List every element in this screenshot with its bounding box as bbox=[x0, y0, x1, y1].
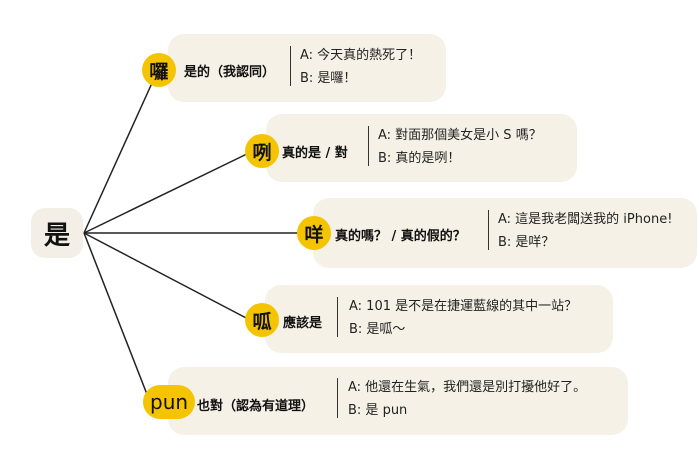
branch-line-b-3: B: 是咩？ bbox=[498, 235, 555, 250]
connector-line-2 bbox=[83, 151, 252, 234]
branch-line-b-5: B: 是 pun bbox=[348, 403, 408, 418]
branch-divider-4 bbox=[337, 297, 338, 337]
connector-line-4 bbox=[83, 232, 251, 321]
branch-line-b-4: B: 是呱～ bbox=[349, 322, 406, 337]
branch-divider-5 bbox=[337, 378, 338, 418]
branch-divider-3 bbox=[488, 210, 489, 250]
connector-line-5 bbox=[83, 232, 151, 403]
branch-meaning-4: 應該是 bbox=[283, 316, 323, 331]
branch-card-2 bbox=[266, 114, 577, 182]
root-node: 是 bbox=[31, 208, 83, 258]
branch-badge-2: 咧 bbox=[245, 134, 279, 168]
branch-card-1 bbox=[168, 34, 446, 102]
branch-line-a-5: A: 他還在生氣，我們還是別打擾他好了。 bbox=[348, 380, 587, 395]
branch-badge-3: 咩 bbox=[297, 216, 331, 250]
branch-line-a-4: A: 101 是不是在捷運藍線的其中一站？ bbox=[349, 299, 578, 314]
branch-dialogue-4: A: 101 是不是在捷運藍線的其中一站？ B: 是呱～ bbox=[349, 295, 577, 341]
branch-divider-1 bbox=[290, 46, 291, 86]
branch-dialogue-1: A: 今天真的熱死了！ B: 是囉！ bbox=[300, 44, 421, 90]
branch-badge-5: pun bbox=[143, 385, 196, 419]
root-label: 是 bbox=[43, 220, 70, 251]
branch-card-5 bbox=[168, 367, 628, 435]
branch-line-b-1: B: 是囉！ bbox=[300, 71, 357, 86]
branch-badge-4: 呱 bbox=[245, 303, 279, 337]
branch-meaning-2: 真的是 / 對 bbox=[282, 146, 348, 161]
branch-dialogue-3: A: 這是我老闆送我的 iPhone! B: 是咩？ bbox=[498, 208, 672, 254]
branch-badge-1: 囉 bbox=[142, 53, 176, 87]
branch-card-4 bbox=[265, 285, 613, 353]
branch-line-a-2: A: 對面那個美女是小 S 嗎？ bbox=[378, 128, 542, 143]
branch-divider-2 bbox=[368, 126, 369, 166]
branch-meaning-5: 也對（認為有道理） bbox=[197, 399, 315, 414]
branch-card-3 bbox=[313, 198, 697, 268]
branch-meaning-1: 是的（我認同） bbox=[184, 65, 276, 80]
branch-dialogue-5: A: 他還在生氣，我們還是別打擾他好了。 B: 是 pun bbox=[348, 376, 586, 422]
connector-line-1 bbox=[83, 71, 158, 234]
branch-line-a-3: A: 這是我老闆送我的 iPhone! bbox=[498, 212, 673, 227]
branch-line-b-2: B: 真的是咧！ bbox=[378, 151, 461, 166]
branch-meaning-3: 真的嗎？ / 真的假的？ bbox=[335, 229, 466, 244]
branch-line-a-1: A: 今天真的熱死了！ bbox=[300, 48, 422, 63]
branch-dialogue-2: A: 對面那個美女是小 S 嗎？ B: 真的是咧！ bbox=[378, 124, 542, 170]
